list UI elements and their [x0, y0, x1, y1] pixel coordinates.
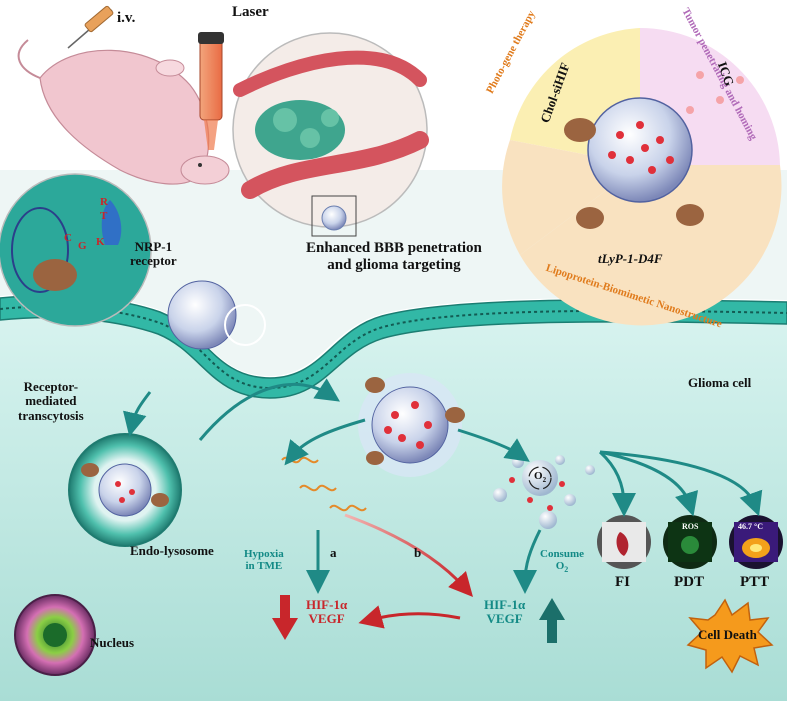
- label-hypoxia-line1: Hypoxia: [244, 548, 284, 560]
- decrease-arrow: [272, 595, 298, 640]
- label-o2-o: O: [534, 470, 543, 482]
- label-iv: i.v.: [117, 10, 136, 26]
- label-fi: FI: [615, 574, 630, 590]
- label-hif-right-line2: VEGF: [486, 611, 523, 627]
- nucleus: [14, 594, 96, 676]
- label-nrp1-line2: receptor: [130, 253, 177, 269]
- peptide-c: C: [64, 232, 72, 244]
- glioma-cell-region: [0, 315, 787, 701]
- laser-device: [198, 32, 224, 150]
- label-ros: ROS: [682, 522, 699, 531]
- oxygen-bubbles: [493, 455, 595, 529]
- label-receptor-line3: transcytosis: [18, 407, 84, 423]
- cytoplasm-nanoparticle: [358, 373, 465, 477]
- label-nrp1: NRP-1 receptor: [130, 239, 177, 269]
- label-hypoxia: Hypoxia in TME: [244, 548, 284, 572]
- increase-arrow: [539, 598, 565, 643]
- label-glioma-cell: Glioma cell: [688, 375, 752, 390]
- label-hypoxia-line2: in TME: [245, 560, 283, 573]
- label-hif-right: HIF-1α VEGF: [484, 597, 526, 627]
- label-consume-o: O: [555, 560, 565, 573]
- label-nrp1-line1: NRP-1: [134, 239, 173, 254]
- label-ptt: PTT: [740, 574, 770, 590]
- label-bbb: Enhanced BBB penetration and glioma targ…: [306, 240, 482, 273]
- peptide-g: G: [78, 240, 87, 252]
- label-tlyp: tLyP-1-D4F: [598, 251, 663, 266]
- label-hif-left-line1: HIF-1α: [306, 597, 348, 612]
- label-receptor-line1: Receptor-: [23, 379, 79, 394]
- peptide-k: K: [96, 236, 105, 248]
- label-consume-line1: Consume: [540, 548, 585, 560]
- label-receptor-line2: mediated: [25, 393, 77, 409]
- membrane-nanoparticle: [167, 280, 266, 350]
- label-temp: 46.7 °C: [738, 522, 763, 531]
- label-endo-lysosome: Endo-lysosome: [130, 543, 214, 558]
- endo-lysosome: [68, 433, 182, 547]
- label-bbb-line2: and glioma targeting: [327, 256, 461, 273]
- label-laser: Laser: [232, 4, 269, 20]
- label-receptor-mediated: Receptor- mediated transcytosis: [18, 379, 84, 423]
- red-arrows: [344, 513, 473, 629]
- label-hif-left: HIF-1α VEGF: [306, 597, 348, 627]
- cell-death-burst: [686, 598, 774, 674]
- label-cell-death: Cell Death: [698, 627, 757, 642]
- label-consume-sub: 2: [564, 565, 569, 575]
- nrp1-receptor-magnified: [0, 173, 152, 327]
- cell-membrane: [0, 294, 787, 399]
- nanostructure-composition-panel: [502, 27, 782, 326]
- label-nucleus: Nucleus: [90, 635, 135, 650]
- label-path-b: b: [414, 545, 422, 560]
- peptide-r: R: [100, 196, 108, 208]
- label-path-a: a: [330, 545, 337, 560]
- ptt-image-tile: [729, 515, 783, 569]
- pdt-image-tile: [663, 515, 717, 569]
- label-consume-o2: Consume O2: [540, 548, 584, 575]
- mouse-illustration: [17, 39, 230, 185]
- fi-image-tile: [597, 515, 651, 569]
- label-o2-bubble: O2: [534, 470, 546, 485]
- label-consume-line2: O2: [540, 560, 584, 575]
- peptide-t: T: [100, 210, 108, 222]
- label-o2-sub: 2: [542, 476, 547, 485]
- label-pdt: PDT: [674, 574, 704, 590]
- label-bbb-line1: Enhanced BBB penetration: [306, 240, 482, 256]
- label-hif-right-line1: HIF-1α: [484, 597, 526, 612]
- syringe-icon: [67, 5, 114, 49]
- bbb-vessel-magnified: [232, 32, 429, 237]
- label-hif-left-line2: VEGF: [308, 611, 345, 627]
- teal-arrows: [123, 378, 763, 594]
